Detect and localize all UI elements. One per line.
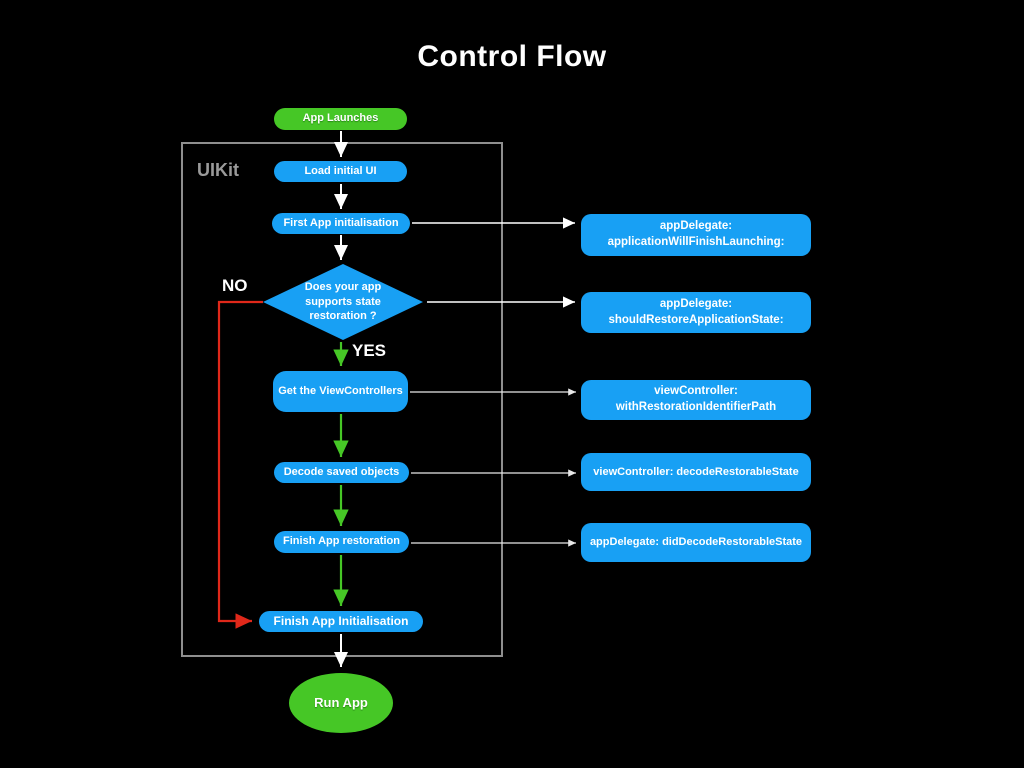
- node-decision-label: Does your app supports state restoration…: [304, 280, 382, 323]
- node-app-launches: App Launches: [274, 108, 407, 130]
- node-load-initial-ui: Load initial UI: [274, 161, 407, 182]
- node-finish-app-initialisation: Finish App Initialisation: [259, 611, 423, 632]
- callout-did-decode-restorable-state: appDelegate: didDecodeRestorableState: [581, 523, 811, 562]
- callout-application-will-finish-launching: appDelegate: applicationWillFinishLaunch…: [581, 214, 811, 256]
- callout-should-restore-application-state: appDelegate: shouldRestoreApplicationSta…: [581, 292, 811, 333]
- uikit-container-label: UIKit: [197, 160, 239, 180]
- branch-label-yes: YES: [352, 341, 387, 360]
- node-finish-app-restoration: Finish App restoration: [274, 531, 409, 553]
- node-get-viewcontrollers: Get the ViewControllers: [273, 371, 408, 412]
- branch-label-no: NO: [222, 276, 248, 295]
- node-decode-saved-objects: Decode saved objects: [274, 462, 409, 483]
- callout-decode-restorable-state: viewController: decodeRestorableState: [581, 453, 811, 491]
- node-run-app: Run App: [289, 673, 393, 733]
- node-first-app-initialisation: First App initialisation: [272, 213, 410, 234]
- callout-with-restoration-identifier-path: viewController: withRestorationIdentifie…: [581, 380, 811, 420]
- page-title: Control Flow: [417, 40, 607, 73]
